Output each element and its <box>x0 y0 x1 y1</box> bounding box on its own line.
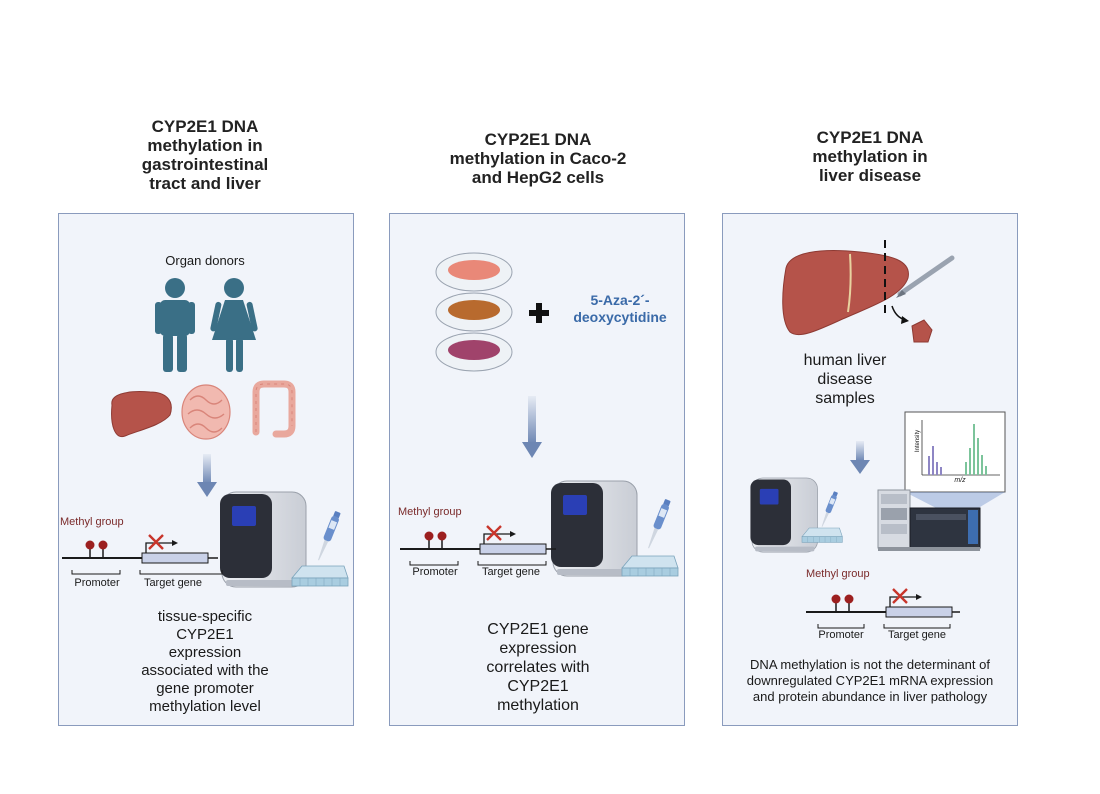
liver-icon <box>111 391 172 438</box>
organ-donors-label: Organ donors <box>165 253 245 268</box>
methyl-group-label: Methyl group <box>60 516 124 528</box>
petri-dish-icon <box>435 252 513 372</box>
conclusion-text: tissue-specific CYP2E1 expression associ… <box>141 608 269 715</box>
qpcr-machine-icon <box>219 491 307 588</box>
gene-diagram <box>62 534 223 575</box>
plus-icon <box>529 303 549 323</box>
methyl-group-label: Methyl group <box>398 506 462 518</box>
person-female-icon <box>210 278 258 372</box>
well-plate-icon <box>801 527 843 543</box>
down-arrow-icon <box>197 454 217 497</box>
spectrum-xlabel: m/z <box>954 477 966 484</box>
target-gene-label: Target gene <box>481 566 541 578</box>
liver-icon <box>782 250 909 336</box>
column-2-title: CYP2E1 DNA methylation in Caco-2 and Hep… <box>449 130 627 187</box>
samples-label: human liver disease samples <box>803 352 887 407</box>
promoter-label: Promoter <box>818 629 864 641</box>
gene-diagram <box>400 525 556 566</box>
pipette-icon <box>819 490 839 528</box>
mass-spectrum-icon <box>904 411 1006 510</box>
well-plate-icon <box>621 555 679 577</box>
target-gene-label: Target gene <box>143 577 203 589</box>
well-plate-icon <box>291 565 349 587</box>
promoter-label: Promoter <box>412 566 458 578</box>
promoter-label: Promoter <box>74 577 120 589</box>
down-arrow-icon <box>522 396 542 458</box>
pipette-icon <box>644 498 672 550</box>
down-arrow-icon <box>850 441 870 474</box>
pipette-icon <box>314 510 342 562</box>
colon-icon <box>252 380 296 438</box>
conclusion-text: CYP2E1 gene expression correlates with C… <box>486 621 590 714</box>
gene-diagram <box>806 588 960 629</box>
scalpel-icon <box>896 255 955 298</box>
lc-ms-icon <box>877 489 981 551</box>
column-1-title: CYP2E1 DNA methylation in gastrointestin… <box>141 117 269 193</box>
methyl-group-label: Methyl group <box>806 568 870 580</box>
small-intestine-icon <box>181 384 231 440</box>
treatment-label: 5-Aza-2´- deoxycytidine <box>573 292 667 325</box>
conclusion-text: DNA methylation is not the determinant o… <box>746 657 994 704</box>
panel-cell-lines <box>389 213 685 726</box>
qpcr-machine-icon <box>550 480 638 577</box>
column-3-title: CYP2E1 DNA methylation in liver disease <box>812 128 928 185</box>
tissue-sample-icon <box>911 319 933 343</box>
person-male-icon <box>155 278 195 372</box>
spectrum-ylabel: Intensity <box>915 429 921 453</box>
target-gene-label: Target gene <box>887 629 947 641</box>
